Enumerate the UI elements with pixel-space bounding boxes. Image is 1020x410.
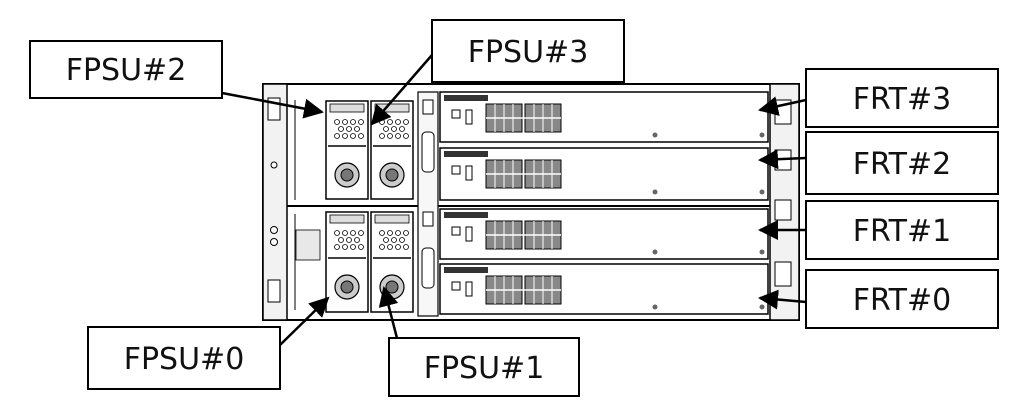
arrow-fpsu3 <box>370 54 433 126</box>
psu-unit <box>325 100 369 200</box>
label-fpsu2: FPSU#2 <box>66 53 187 88</box>
psu-unit <box>370 211 414 313</box>
arrow-fpsu2 <box>221 91 324 119</box>
label-frt2: FRT#2 <box>853 147 951 182</box>
callout-fpsu2: FPSU#2 <box>29 40 223 99</box>
arrow-frt0 <box>758 289 807 310</box>
callout-frt1: FRT#1 <box>805 200 999 260</box>
filler-bay <box>294 100 321 310</box>
arrow-frt3 <box>758 96 807 116</box>
callout-frt2: FRT#2 <box>805 131 999 195</box>
label-frt0: FRT#0 <box>853 283 951 318</box>
callout-fpsu3: FPSU#3 <box>431 19 625 83</box>
label-frt1: FRT#1 <box>853 214 951 249</box>
callout-fpsu1: FPSU#1 <box>388 337 580 397</box>
label-fpsu0: FPSU#0 <box>124 342 245 377</box>
frt-tray <box>439 263 769 315</box>
label-fpsu3: FPSU#3 <box>468 35 589 70</box>
arrow-fpsu1 <box>378 286 400 343</box>
callout-frt3: FRT#3 <box>805 68 999 128</box>
label-frt3: FRT#3 <box>853 82 951 117</box>
callout-fpsu0: FPSU#0 <box>87 326 281 390</box>
psu-unit <box>325 211 369 313</box>
frt-tray <box>439 91 769 143</box>
frt-tray <box>439 147 769 201</box>
right-rack-ear <box>769 83 800 321</box>
psu-unit <box>370 100 414 200</box>
left-rack-ear <box>262 83 288 321</box>
label-fpsu1: FPSU#1 <box>424 351 545 386</box>
connector-column <box>417 91 439 317</box>
arrow-fpsu0 <box>279 296 330 346</box>
callout-frt0: FRT#0 <box>805 269 999 329</box>
frt-tray <box>439 208 769 260</box>
arrow-frt2 <box>758 149 807 170</box>
